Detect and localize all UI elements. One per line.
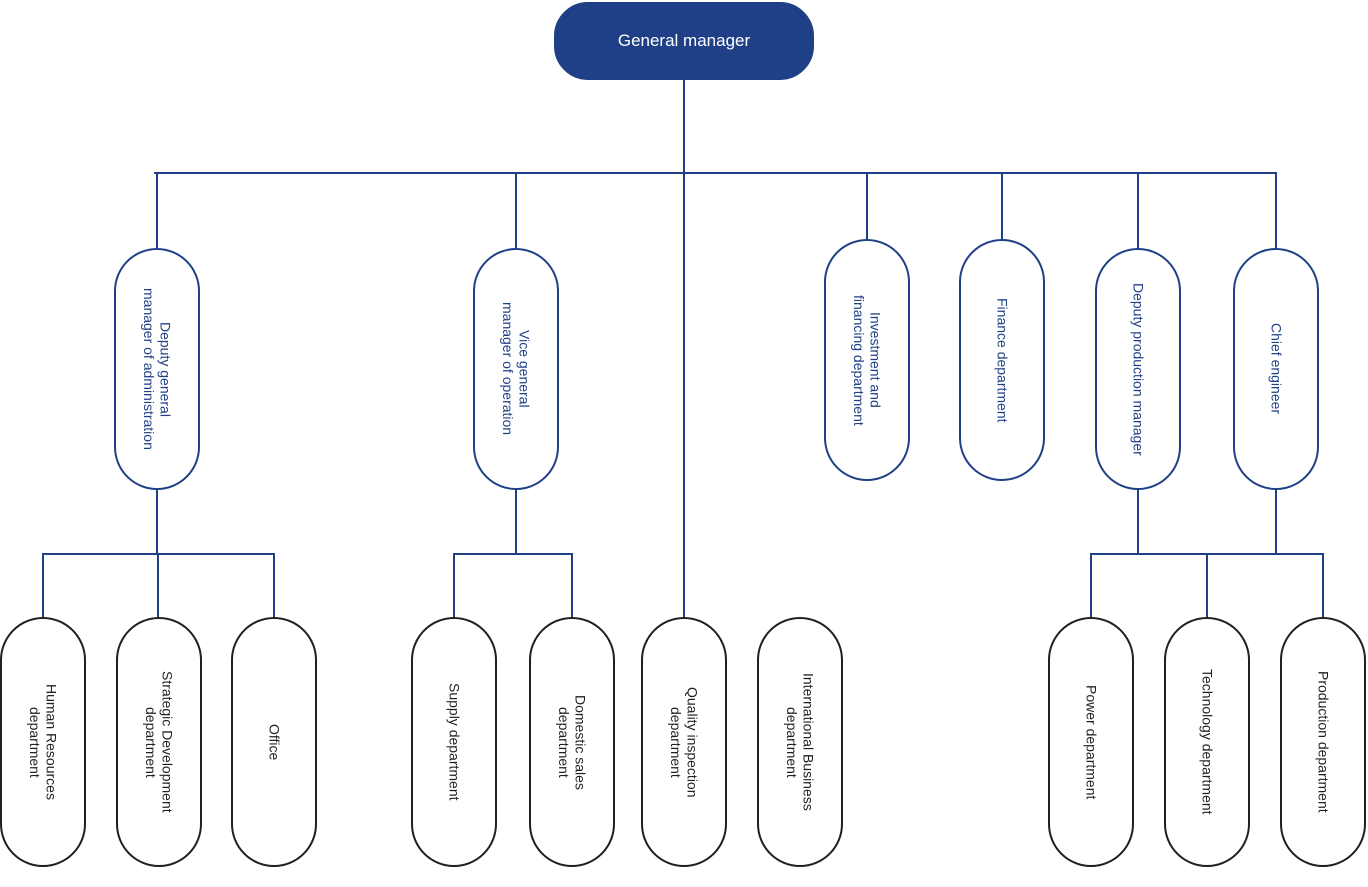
node-power-department[interactable]: Power department <box>1048 617 1134 867</box>
node-office-label: Office <box>266 723 283 761</box>
node-vice-general-manager-of-operation-label: Vice general manager of operation <box>500 302 533 436</box>
node-deputy-production-manager[interactable]: Deputy production manager <box>1095 248 1181 490</box>
connector-drop-vice-operation <box>515 172 517 250</box>
node-strategic-development-department-label: Strategic Development department <box>143 671 176 813</box>
connector-drop-deputy-admin <box>156 172 158 250</box>
connector-drop-supply <box>453 553 455 617</box>
node-investment-and-financing-department[interactable]: Investment and financing department <box>824 239 910 481</box>
node-deputy-general-manager-of-administration-label: Deputy general manager of administration <box>141 288 174 450</box>
node-international-business-department-label: International Business department <box>784 673 817 811</box>
connector-stem-chief-engineer <box>1275 490 1277 554</box>
node-general-manager-label: General manager <box>617 30 751 50</box>
connector-level2-bus <box>154 172 1277 174</box>
connector-drop-technology <box>1206 553 1208 617</box>
connector-bus-vice-operation <box>453 553 573 555</box>
node-quality-inspection-department-label: Quality inspection department <box>668 686 701 798</box>
node-finance-department-label: Finance department <box>994 297 1011 423</box>
node-vice-general-manager-of-operation[interactable]: Vice general manager of operation <box>473 248 559 490</box>
node-supply-department-label: Supply department <box>446 683 463 801</box>
node-domestic-sales-department[interactable]: Domestic sales department <box>529 617 615 867</box>
connector-drop-strategic-development <box>157 553 159 617</box>
connector-drop-human-resources <box>42 553 44 617</box>
connector-drop-domestic-sales <box>571 553 573 617</box>
connector-stem-vice-operation <box>515 490 517 554</box>
node-power-department-label: Power department <box>1083 684 1100 800</box>
connector-drop-investment <box>866 172 868 240</box>
node-finance-department[interactable]: Finance department <box>959 239 1045 481</box>
connector-drop-chief-engineer <box>1275 172 1277 250</box>
node-international-business-department[interactable]: International Business department <box>757 617 843 867</box>
node-production-department[interactable]: Production department <box>1280 617 1366 867</box>
node-office[interactable]: Office <box>231 617 317 867</box>
node-investment-and-financing-department-label: Investment and financing department <box>851 294 884 426</box>
node-deputy-production-manager-label: Deputy production manager <box>1130 282 1147 456</box>
node-supply-department[interactable]: Supply department <box>411 617 497 867</box>
connector-drop-production <box>1322 553 1324 617</box>
connector-drop-power <box>1090 553 1092 617</box>
connector-stem-deputy-admin <box>156 490 158 554</box>
connector-stem-deputy-production <box>1137 490 1139 554</box>
node-technology-department-label: Technology department <box>1199 669 1216 815</box>
node-quality-inspection-department[interactable]: Quality inspection department <box>641 617 727 867</box>
connector-root-trunk <box>683 80 685 617</box>
connector-drop-deputy-production <box>1137 172 1139 250</box>
node-technology-department[interactable]: Technology department <box>1164 617 1250 867</box>
connector-drop-office <box>273 553 275 617</box>
node-human-resources-department-label: Human Resources department <box>27 684 60 800</box>
node-domestic-sales-department-label: Domestic sales department <box>556 694 589 790</box>
node-human-resources-department[interactable]: Human Resources department <box>0 617 86 867</box>
node-deputy-general-manager-of-administration[interactable]: Deputy general manager of administration <box>114 248 200 490</box>
node-chief-engineer[interactable]: Chief engineer <box>1233 248 1319 490</box>
connector-drop-finance <box>1001 172 1003 240</box>
node-production-department-label: Production department <box>1315 671 1332 813</box>
node-strategic-development-department[interactable]: Strategic Development department <box>116 617 202 867</box>
node-general-manager[interactable]: General manager <box>554 2 814 80</box>
node-chief-engineer-label: Chief engineer <box>1268 323 1285 415</box>
